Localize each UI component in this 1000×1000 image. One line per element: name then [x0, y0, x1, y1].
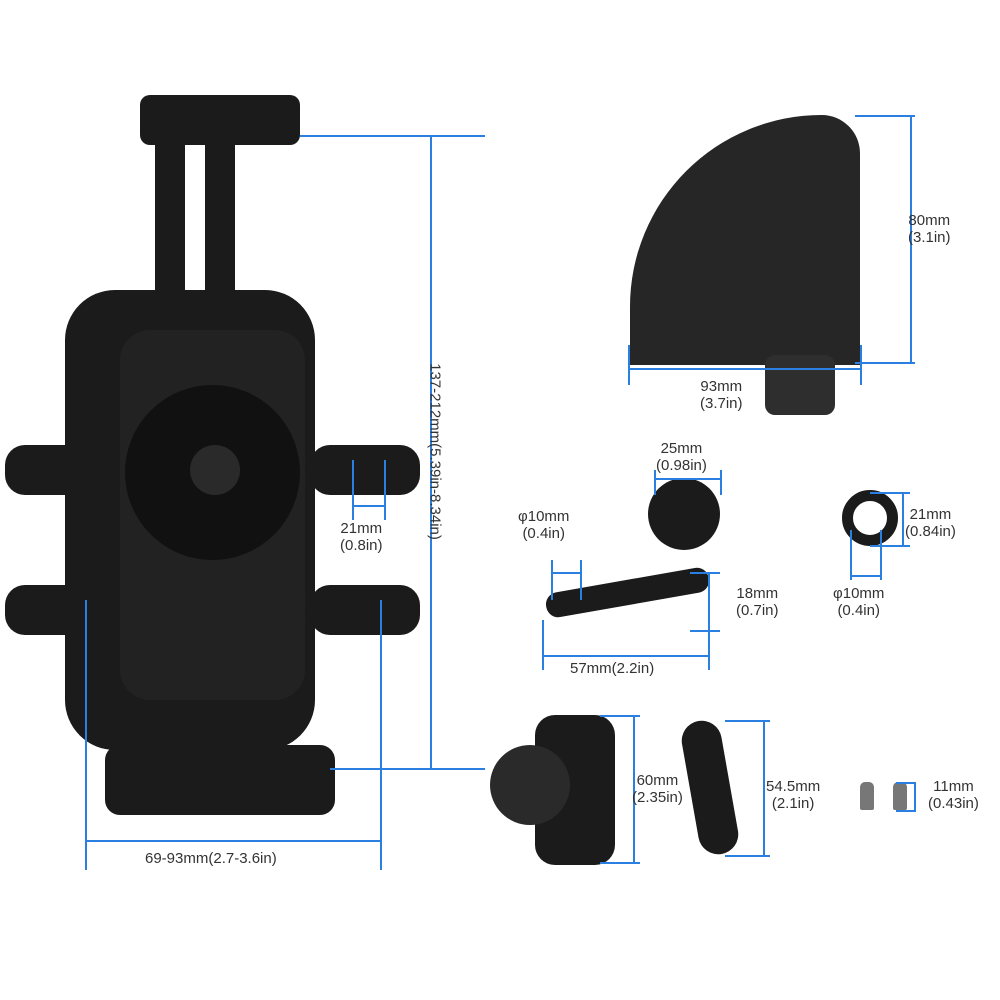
holder-width-right: [380, 600, 382, 870]
bm-h-line: [708, 572, 710, 632]
hole-right: [580, 560, 582, 600]
visor-w-line: [628, 368, 862, 370]
bm-height-label: 18mm(0.7in): [736, 585, 779, 619]
bm-length-label: 57mm(2.2in): [570, 660, 655, 677]
hole-line: [551, 572, 582, 574]
bm-h-top: [690, 572, 720, 574]
visor-width-label: 93mm(3.7in): [700, 378, 743, 412]
holder-height-label: 137-212mm(5.39in-8.34in): [426, 363, 444, 540]
holder-height-top-line: [300, 135, 485, 137]
screw-label: 11mm(0.43in): [928, 778, 979, 812]
ball-line: [654, 478, 722, 480]
visor-h-line: [910, 115, 912, 364]
ball-mount-image: [648, 478, 720, 550]
visor-height-label: 80mm(3.1in): [908, 212, 951, 246]
screw-icon: [893, 782, 907, 810]
c-line: [633, 715, 635, 864]
wi-left: [850, 530, 852, 580]
w-top: [870, 492, 910, 494]
wi-line: [850, 575, 882, 577]
ball-right: [720, 470, 722, 495]
arm-part-label: 54.5mm(2.1in): [766, 778, 821, 812]
clamp-label: 60mm(2.35in): [632, 772, 683, 806]
screw-icon: [860, 782, 874, 810]
holder-width-line: [85, 840, 382, 842]
arm-image: [678, 717, 742, 858]
visor-image: [630, 115, 860, 365]
w-line: [902, 492, 904, 547]
holder-height-bottom-line: [330, 768, 485, 770]
washer-inner-label: φ10mm(0.4in): [833, 585, 885, 619]
a-line: [763, 720, 765, 857]
visor-w-right: [860, 345, 862, 385]
c-bot: [600, 862, 640, 864]
bm-l-line: [542, 655, 710, 657]
holder-height-line: [430, 135, 432, 770]
bm-l-left: [542, 620, 544, 670]
w-bot: [870, 545, 910, 547]
holder-width-label: 69-93mm(2.7-3.6in): [145, 850, 277, 867]
a-top: [725, 720, 770, 722]
ball-left: [654, 470, 656, 495]
washer-outer-label: 21mm(0.84in): [905, 506, 956, 540]
screw-dim-box: [896, 782, 916, 812]
holder-width-left: [85, 600, 87, 870]
bm-h-bot: [690, 630, 720, 632]
visor-h-bot: [855, 362, 915, 364]
c-top: [600, 715, 640, 717]
arm-right: [384, 460, 386, 520]
visor-w-left: [628, 345, 630, 385]
arm-line: [352, 505, 386, 507]
arm-label: 21mm(0.8in): [340, 520, 383, 554]
hole-label: φ10mm(0.4in): [518, 508, 570, 542]
visor-h-top: [855, 115, 915, 117]
hole-left: [551, 560, 553, 600]
ball-label: 25mm(0.98in): [656, 440, 707, 474]
a-bot: [725, 855, 770, 857]
arm-left: [352, 460, 354, 520]
wi-right: [880, 530, 882, 580]
visor-clip: [765, 355, 835, 415]
clamp-ball: [490, 745, 570, 825]
bm-l-right: [708, 630, 710, 670]
